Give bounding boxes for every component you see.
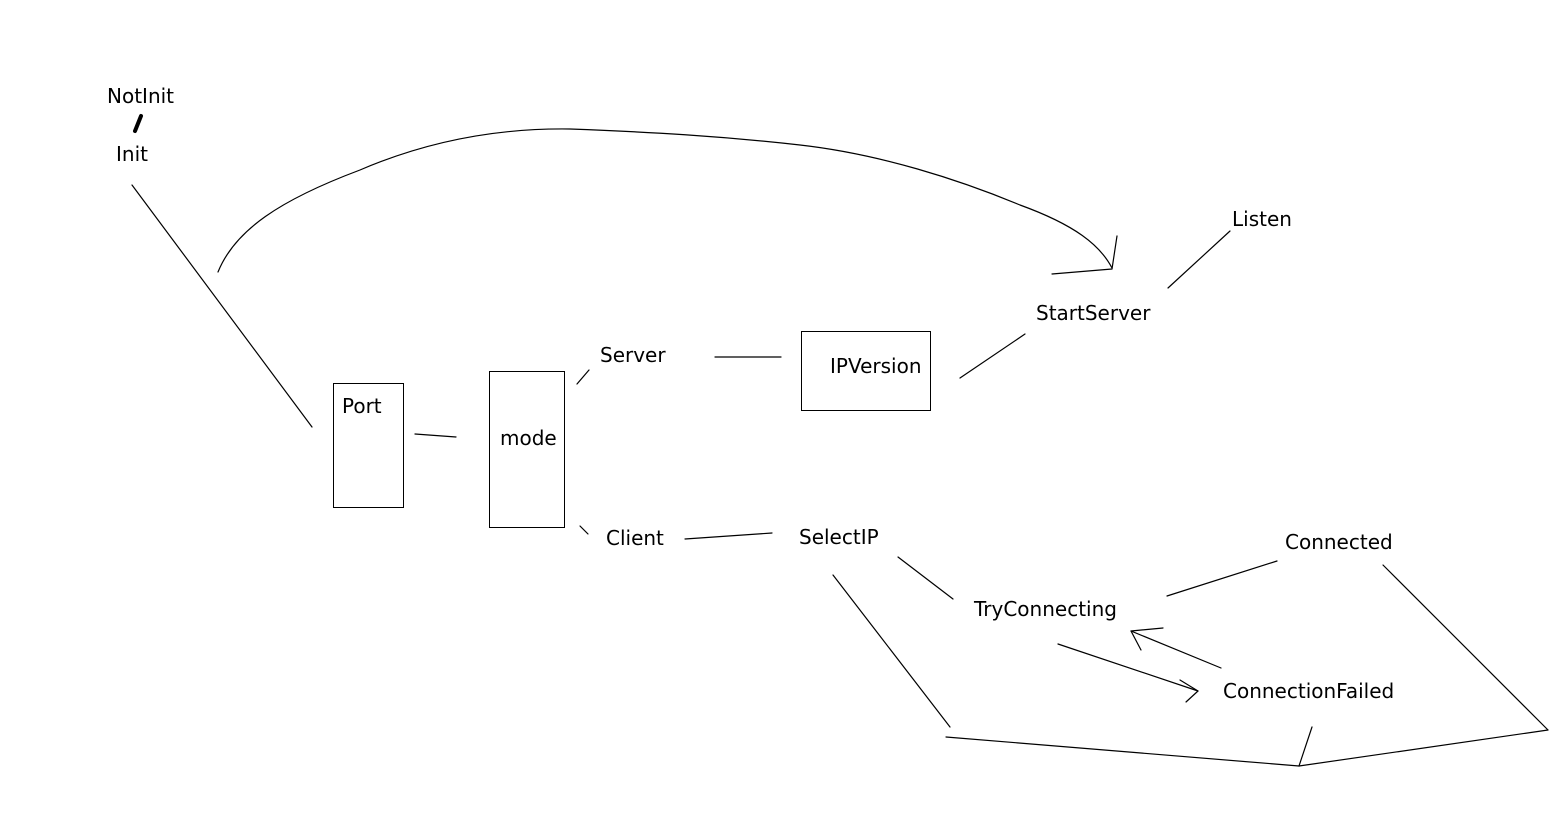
port-label: Port [342,394,382,418]
loop-arrowhead [1298,726,1313,767]
server-label: Server [600,343,666,367]
mode-client-connector [579,525,589,535]
startserver-listen-connector [1167,230,1231,289]
ipversion-startserver-connector [959,333,1026,379]
listen-label: Listen [1232,207,1292,231]
init-label: Init [116,142,148,166]
mode-server-connector [576,369,590,385]
connectionfailed-label: ConnectionFailed [1223,679,1395,703]
connected-label: Connected [1285,530,1393,554]
port-box [333,383,404,508]
startserver-label: StartServer [1036,301,1151,325]
notinit-label: NotInit [107,84,175,108]
client-selectip-connector [684,532,773,540]
ipversion-label: IPVersion [830,354,922,378]
connectionfailed-tryconnecting-arrowhead [1130,627,1164,651]
connected-loop-connector [1382,564,1549,731]
tryconnecting-connectionfailed-arrowhead [1179,679,1199,703]
selectip-loop-connector [832,574,951,728]
tryconnecting-label: TryConnecting [974,597,1117,621]
client-label: Client [606,526,664,550]
selectip-tryconnecting-connector [897,556,954,600]
loop-bottom-connector [945,729,1549,767]
init-port-connector [131,184,313,428]
connectionfailed-tryconnecting-arrow [1130,630,1222,669]
selectip-label: SelectIP [799,525,879,549]
ipversion-box [801,331,931,411]
tryconnecting-connected-connector [1166,560,1278,597]
notinit-init-connector [133,114,143,133]
mode-label: mode [500,426,557,450]
init-startserver-arrowhead [1051,235,1118,275]
port-mode-connector [414,433,457,438]
init-startserver-arc [217,128,1113,273]
mode-box [489,371,565,528]
tryconnecting-connectionfailed-arrow [1057,643,1199,692]
